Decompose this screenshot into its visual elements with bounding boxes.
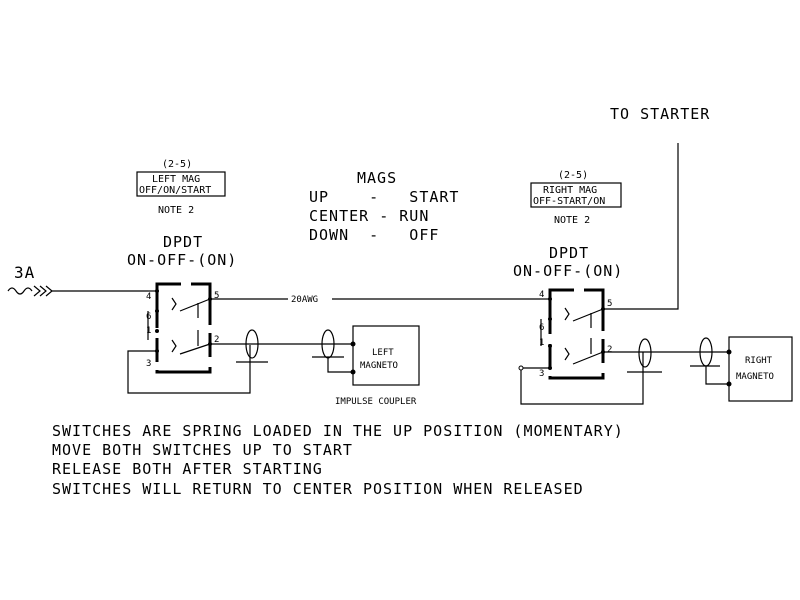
left-pin-6: 6 [146,312,151,322]
right-switch-type: DPDT [549,244,589,262]
right-magneto-box [728,336,793,402]
left-pin-5: 5 [214,291,219,301]
right-switch-action: ON-OFF-(ON) [513,262,623,280]
starter-wire [604,143,679,310]
left-pin-3: 3 [146,359,151,369]
left-switch-symbol [155,282,212,374]
source-label: 3A [14,263,35,282]
left-shield-loop-1 [245,329,259,359]
wire-gauge-label: 20AWG [291,295,318,305]
right-pin-3: 3 [539,369,544,379]
mags-center: CENTER - RUN [309,207,429,225]
right-pin-1: 1 [539,338,544,348]
left-placard [136,171,226,197]
impulse-coupler-label: IMPULSE COUPLER [335,397,417,407]
right-shield-loop-1 [638,338,652,368]
right-pin-5: 5 [607,299,612,309]
left-pin-1: 1 [146,326,151,336]
right-note: NOTE 2 [554,215,590,226]
right-magneto-ground [705,366,729,385]
right-magneto-line2: MAGNETO [736,372,774,382]
right-pin-6: 6 [539,323,544,333]
note-line-3: RELEASE BOTH AFTER STARTING [52,460,323,478]
left-placard-line1: LEFT MAG [152,174,200,185]
note-line-4: SWITCHES WILL RETURN TO CENTER POSITION … [52,480,584,498]
left-switch-type: DPDT [163,233,203,251]
right-ground-node [518,365,524,371]
right-placard-line2: OFF-START/ON [533,196,605,207]
right-placard [530,182,622,208]
mags-up: UP - START [309,188,459,206]
note-line-1: SWITCHES ARE SPRING LOADED IN THE UP POS… [52,422,624,440]
mags-title: MAGS [357,169,397,187]
right-magneto-line1: RIGHT [745,356,773,366]
left-magneto-line2: MAGNETO [360,361,398,371]
left-note: NOTE 2 [158,205,194,216]
left-pin-2: 2 [214,335,219,345]
left-switch-ref: (2-5) [162,159,192,170]
left-pin-4: 4 [146,292,151,302]
left-placard-line2: OFF/ON/START [139,185,211,196]
power-source-icon [7,285,53,297]
left-switch-action: ON-OFF-(ON) [127,251,237,269]
left-ground-loop [127,345,251,394]
right-pin-4: 4 [539,290,544,300]
left-magneto-box [352,325,420,386]
right-switch-ref: (2-5) [558,170,588,181]
note-line-2: MOVE BOTH SWITCHES UP TO START [52,441,353,459]
right-ground-loop [520,352,644,405]
left-magneto-ground [327,357,353,373]
mags-down: DOWN - OFF [309,226,439,244]
right-switch-symbol [548,288,605,380]
to-starter-label: TO STARTER [610,105,710,123]
left-magneto-line1: LEFT [372,348,394,358]
right-pin-2: 2 [607,345,612,355]
right-placard-line1: RIGHT MAG [543,185,597,196]
